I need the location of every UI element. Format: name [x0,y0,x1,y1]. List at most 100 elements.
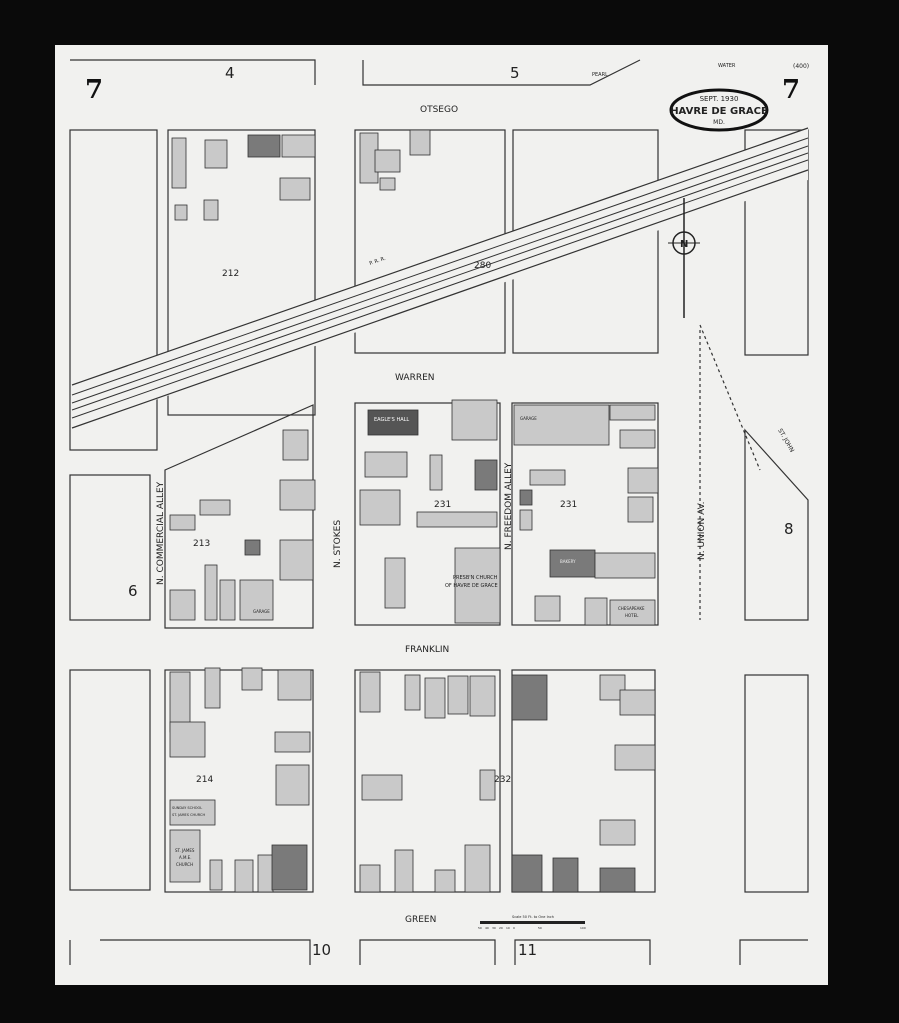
building-footprint [451,399,498,441]
building-footprint [379,177,396,191]
title-city: HAVRE DE GRACE [670,106,768,117]
street-warren: WARREN [395,373,435,383]
building-footprint [479,769,496,801]
railroad-label: P. R. R. [369,256,387,267]
building-footprint [619,429,656,449]
block-outline [744,428,809,621]
block-outline [511,669,656,893]
building-footprint [552,857,579,893]
building-footprint [513,404,610,446]
building-footprint [416,511,498,528]
block-outline [744,129,809,356]
building-footprint [169,829,201,883]
building-footprint [511,674,548,721]
street-freedom-alley: N. FREEDOM ALLEY [504,462,514,550]
block-number: 232 [494,775,511,785]
building-footprint [519,489,533,506]
building-footprint [204,564,218,621]
scale-tick-label: 40 [485,926,489,930]
block-number: 214 [196,775,213,785]
building-footprint [171,137,187,189]
adjoining-sheet: 4 [225,64,235,82]
building-footprint [361,774,403,801]
building-footprint [594,552,656,579]
church-label: CHURCH [176,862,193,867]
scale-tick-label: 30 [492,926,496,930]
title-cartouche: SEPT. 1930 HAVRE DE GRACE MD. [669,88,769,132]
garage-label: GARAGE [253,609,270,614]
building-footprint [367,409,419,436]
street-st-john: ST. JOHN [776,428,795,454]
building-footprint [424,677,446,719]
adjoining-sheet: 6 [128,582,138,600]
adjoining-sheet: 5 [510,64,520,82]
scale-tick-label: 50 [538,926,542,930]
block-number: 212 [222,269,239,279]
building-footprint [374,149,401,173]
building-footprint [239,579,274,621]
title-state: MD. [713,119,725,126]
building-footprint [619,689,656,716]
church-label: A.M.E. [179,855,191,860]
building-footprint [279,479,316,511]
bakery-label: BAKERY [560,559,576,564]
block-number: 231 [560,500,577,510]
street-stokes: N. STOKES [333,520,343,568]
block-outline [167,129,316,416]
building-footprint [627,496,654,523]
building-footprint [359,864,381,893]
building-footprint [169,799,216,826]
building-footprint [241,667,263,691]
street-union: N. UNION AV. [697,501,707,560]
building-footprint [549,549,596,578]
building-footprint [599,819,636,846]
adjoining-sheet: 10 [312,941,331,959]
building-footprint [609,599,656,626]
street-otsego: OTSEGO [420,105,458,115]
sheet-number-left: 7 [85,75,103,105]
building-footprint [359,489,401,526]
block-outline [354,402,501,626]
building-footprint [447,675,469,715]
church-label: ST. JAMES [175,848,195,853]
building-footprint [394,849,414,893]
building-footprint [584,597,608,626]
block-number: 213 [193,539,210,549]
buildings [169,129,659,893]
scale-tick-label: 50 [478,926,482,930]
block-number: 280 [474,261,491,271]
building-footprint [257,854,274,893]
building-footprint [404,674,421,711]
block-outline [69,669,151,891]
street-green: GREEN [405,915,436,925]
street-label: PEARL [592,72,608,78]
north-letter: N [680,239,688,250]
building-footprint [609,404,656,421]
union-av-line [699,324,761,620]
north-arrow: N [668,198,700,318]
building-footprint [244,539,261,556]
sunday-school-label: ST. JAMES CHURCH [172,813,205,817]
building-footprint [169,514,196,531]
building-footprint [464,844,491,893]
sunday-school-label: SUNDAY SCHOOL [172,806,202,810]
building-footprint [599,867,636,893]
scale-label: Scale 50 Ft. to One Inch [512,915,554,919]
adjoining-sheet: 8 [784,520,794,538]
building-footprint [204,139,228,169]
building-footprint [627,467,659,494]
building-footprint [534,595,561,622]
building-footprint [271,844,308,891]
block-outlines [69,59,809,965]
building-footprint [169,589,196,621]
building-footprint [275,764,310,806]
scale-tick-label: 100 [580,926,586,930]
garage-label: GARAGE [520,416,537,421]
hotel-label: CHESAPEAKE [618,606,645,611]
scale-tick-label: 10 [506,926,510,930]
building-footprint [384,557,406,609]
building-footprint [281,134,316,158]
